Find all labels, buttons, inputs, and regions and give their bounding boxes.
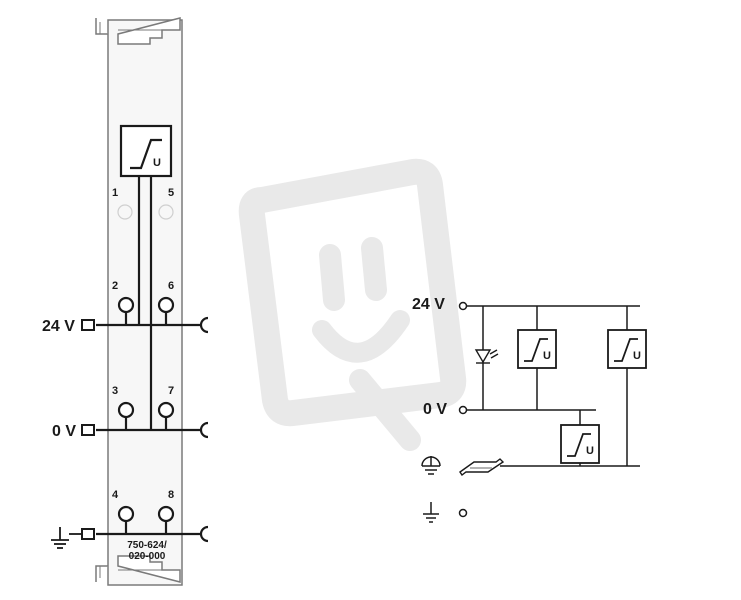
module-label-24v: 24 V: [42, 318, 75, 335]
filter-2-symbol-text: U: [633, 350, 641, 362]
voltage-filter-icon-3: U: [560, 424, 600, 464]
din-rail-icon: [459, 458, 505, 477]
voltage-filter-icon-1: U: [517, 329, 557, 369]
terminal-6: [157, 296, 175, 314]
ground-icon-schematic: [423, 502, 439, 523]
terminal-number-4: 4: [112, 489, 119, 501]
terminal-number-6: 6: [168, 280, 174, 292]
terminal-number-3: 3: [112, 385, 118, 397]
schematic-node-ground: [458, 508, 468, 518]
part-number-line2: 020-000: [129, 551, 166, 562]
terminal-4: [117, 505, 135, 523]
schematic-node-0v: [458, 405, 468, 415]
contact-0v: [81, 424, 95, 436]
terminal-3: [117, 401, 135, 419]
terminal-number-1: 1: [112, 187, 118, 199]
terminal-number-2: 2: [112, 280, 118, 292]
module-filter-icon: U: [119, 124, 173, 178]
led-diode-icon: [474, 349, 499, 364]
module-filter-symbol-text: U: [153, 157, 161, 169]
schematic-label-0v: 0 V: [423, 401, 447, 418]
io-module: U 1 5 2 6 3 7 4 8: [42, 17, 209, 586]
terminal-8: [157, 505, 175, 523]
module-label-0v: 0 V: [52, 423, 76, 440]
schematic-label-24v: 24 V: [412, 296, 445, 313]
schematic: 24 V 0 V: [412, 296, 647, 523]
led-indicator-1: [117, 204, 133, 220]
contact-24v: [81, 319, 95, 331]
protective-earth-icon: [421, 456, 441, 475]
watermark-logo: [238, 158, 467, 451]
module-bottom-latch: [95, 555, 181, 583]
terminal-2: [117, 296, 135, 314]
terminal-number-8: 8: [168, 489, 174, 501]
terminal-7: [157, 401, 175, 419]
led-indicator-5: [158, 204, 174, 220]
module-top-latch: [95, 17, 181, 45]
contact-ground: [81, 528, 95, 540]
filter-3-symbol-text: U: [586, 445, 594, 457]
filter-1-symbol-text: U: [543, 350, 551, 362]
voltage-filter-icon-2: U: [607, 329, 647, 369]
ground-icon: [51, 527, 82, 549]
terminal-number-7: 7: [168, 385, 174, 397]
terminal-number-5: 5: [168, 187, 174, 199]
part-number-line1: 750-624/: [127, 540, 167, 551]
schematic-node-24v: [458, 301, 468, 311]
